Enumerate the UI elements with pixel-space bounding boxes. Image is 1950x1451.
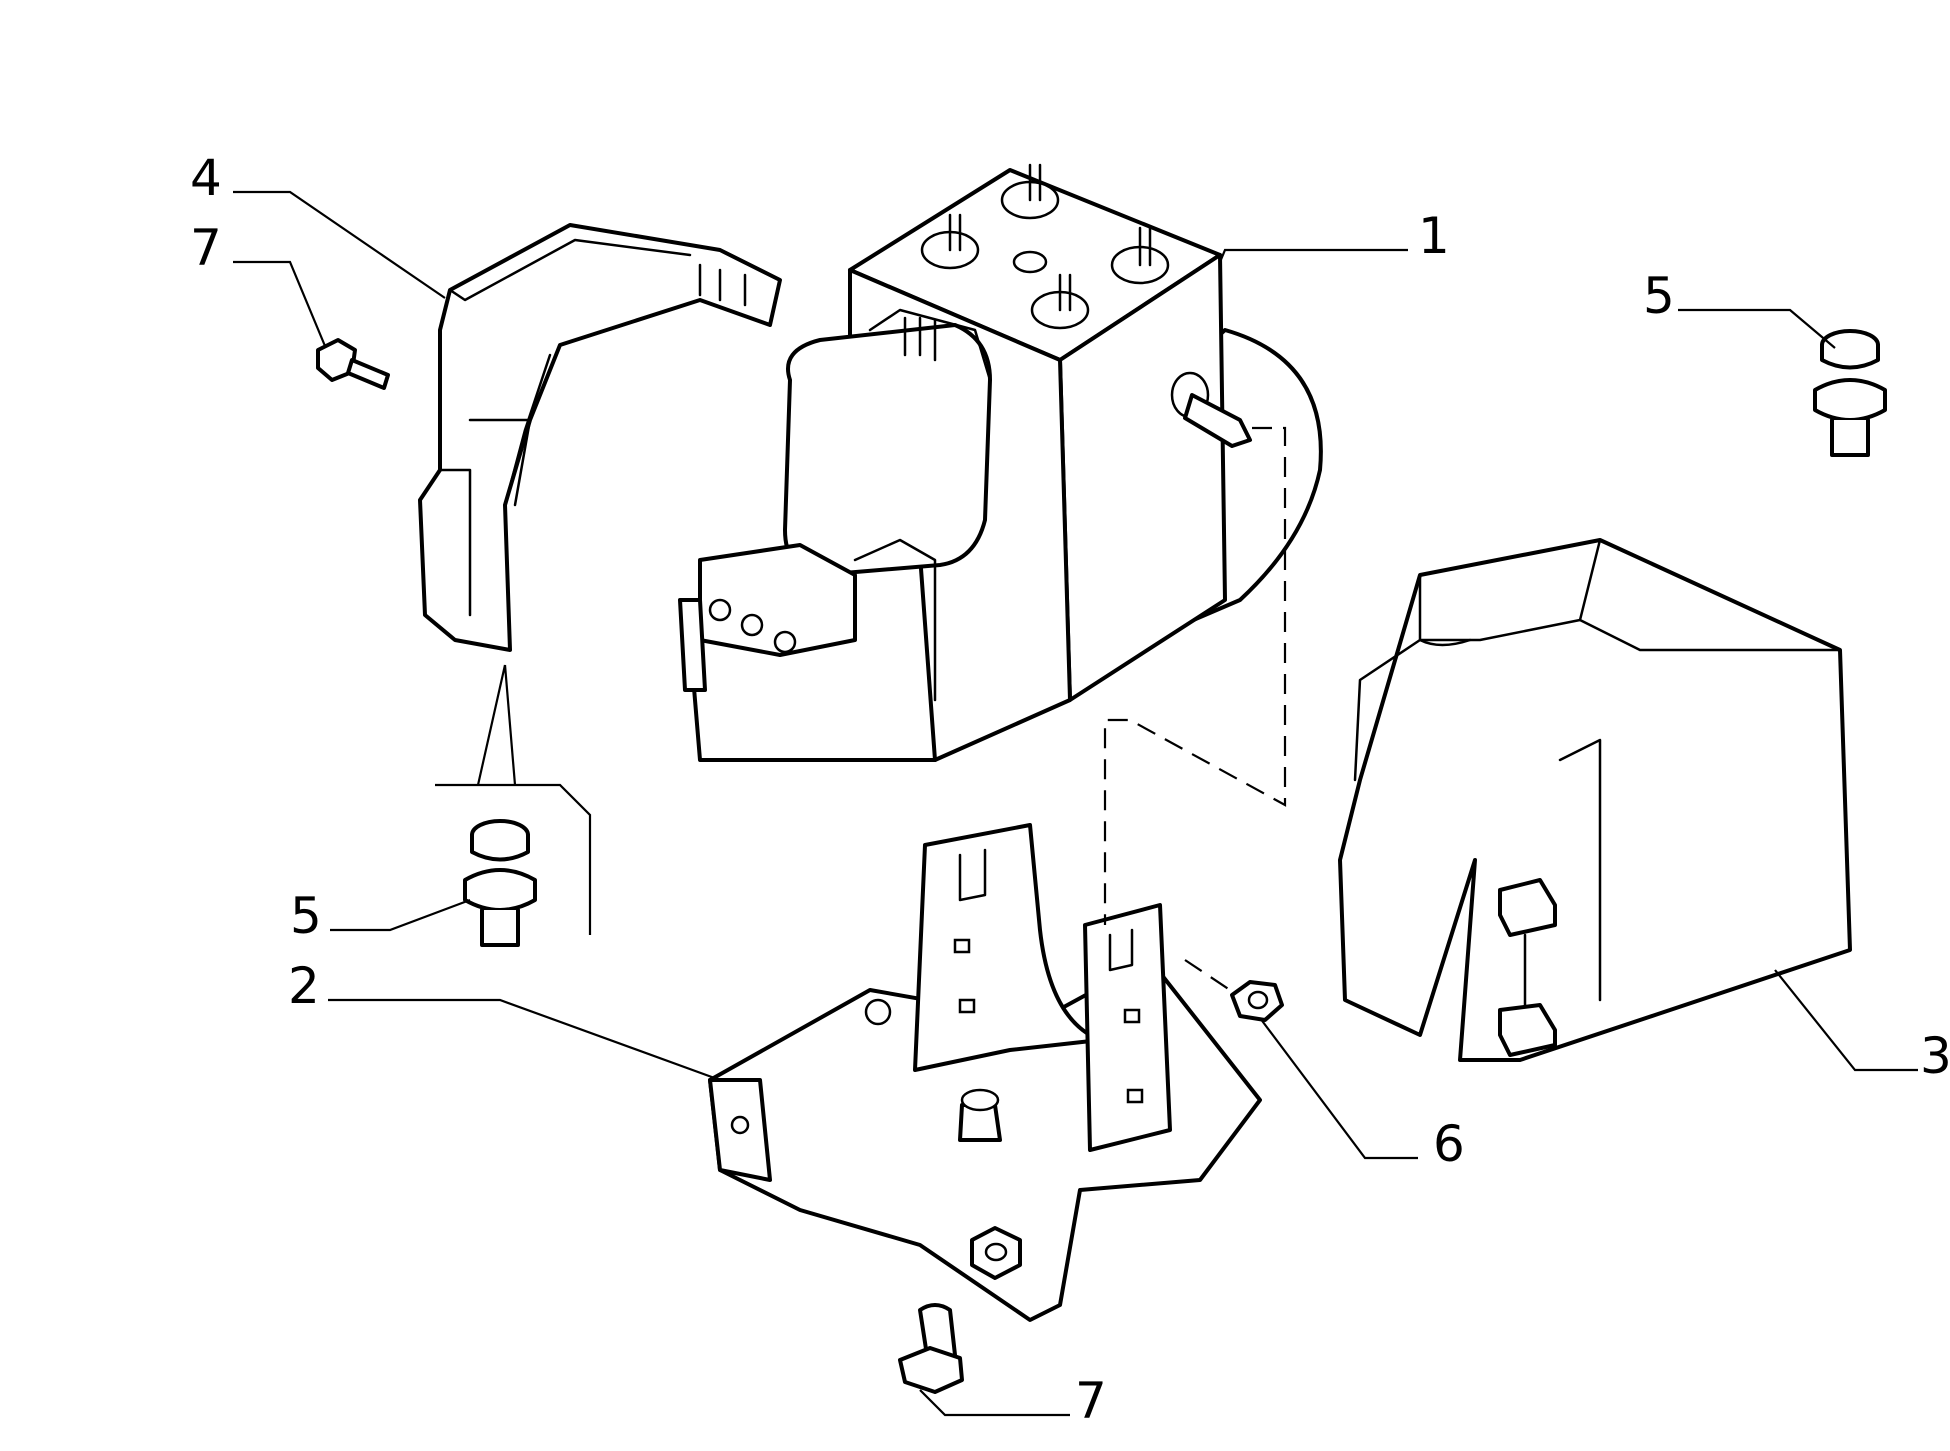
leader-5-lower — [330, 898, 471, 932]
part-2-mounting-bracket — [708, 823, 1262, 1322]
callout-2: 2 — [288, 957, 320, 1015]
leader-clip-bracket — [435, 783, 592, 935]
callout-6: 6 — [1433, 1115, 1465, 1173]
callout-7-lower: 7 — [1075, 1372, 1107, 1430]
leader-4 — [233, 190, 446, 299]
port-3 — [1110, 226, 1170, 285]
leader-5-upper — [1678, 308, 1836, 349]
port-4 — [1030, 273, 1090, 330]
callout-1: 1 — [1418, 207, 1450, 265]
callout-5-upper: 5 — [1643, 267, 1675, 325]
dash-stud-to-bracket — [1103, 426, 1287, 925]
part-3-right-cover — [1338, 538, 1852, 1062]
part-6-nut — [1230, 980, 1284, 1022]
leader-1 — [1218, 248, 1408, 263]
callout-5-lower: 5 — [290, 887, 322, 945]
callout-3: 3 — [1920, 1027, 1950, 1085]
assembly-dashed-lines — [1103, 426, 1287, 991]
leader-7-lower — [919, 1389, 1070, 1417]
part-7-bolt-lower — [898, 1303, 964, 1394]
part-5-clip-lower-left — [463, 819, 537, 947]
leader-3 — [1774, 969, 1918, 1072]
part-4-left-cover — [418, 223, 782, 652]
part-7-bolt-upper-left — [316, 338, 390, 390]
callout-4: 4 — [190, 149, 222, 207]
part-1-hydraulic-unit — [678, 163, 1323, 762]
callout-labels: 1 2 3 4 5 5 6 7 7 — [190, 149, 1950, 1430]
part-5-clip-upper-right — [1813, 329, 1887, 457]
port-2 — [1000, 163, 1060, 220]
callout-7-upper: 7 — [190, 219, 222, 277]
port-1 — [920, 213, 980, 270]
leader-6 — [1259, 1017, 1418, 1160]
leader-lines — [233, 190, 1918, 1417]
leader-7-upper — [233, 260, 327, 347]
leader-2 — [328, 998, 721, 1082]
